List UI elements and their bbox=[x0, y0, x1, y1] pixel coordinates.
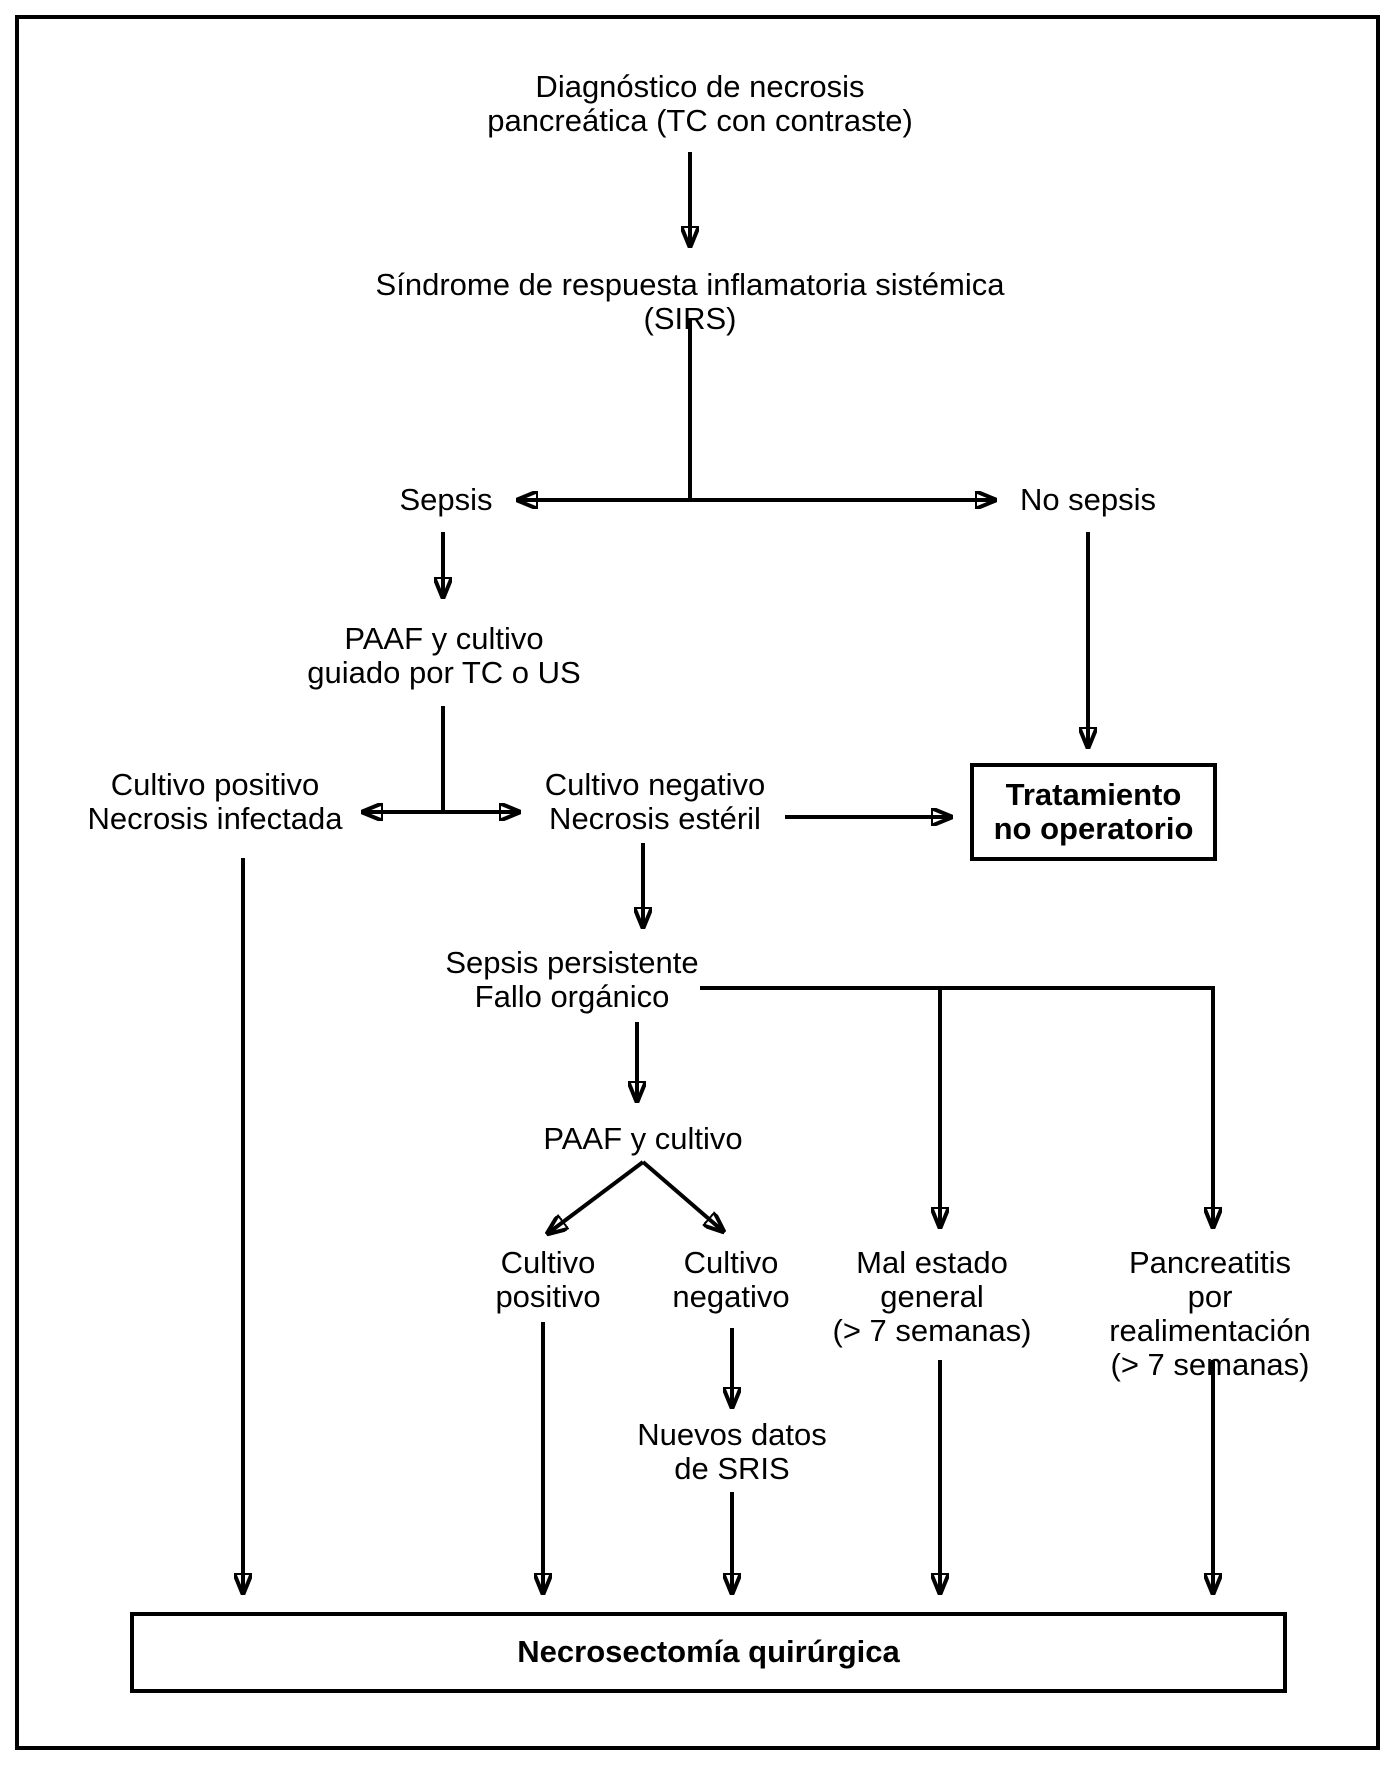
node-sepsis-persistente: Sepsis persistente Fallo orgánico bbox=[445, 945, 699, 1015]
node-sepsis: Sepsis bbox=[399, 482, 493, 517]
node-cultivo-positivo: Cultivo positivo bbox=[495, 1245, 601, 1315]
node-necrosectomia: Necrosectomía quirúrgica bbox=[130, 1612, 1287, 1693]
connector-lines bbox=[243, 152, 1213, 1594]
node-cultivo-negativo-esteril: Cultivo negativo Necrosis estéril bbox=[544, 767, 766, 837]
node-mal-estado: Mal estado general (> 7 semanas) bbox=[832, 1245, 1032, 1349]
node-paaf-cultivo: PAAF y cultivo bbox=[543, 1121, 743, 1156]
node-cultivo-positivo-infectada: Cultivo positivo Necrosis infectada bbox=[87, 767, 343, 837]
node-sirs: Síndrome de respuesta inflamatoria sisté… bbox=[375, 267, 1005, 337]
tratamiento-label: Tratamiento no operatorio bbox=[993, 776, 1194, 846]
arrow-paaf2-to-positivo bbox=[547, 1160, 645, 1234]
node-paaf-guiado: PAAF y cultivo guiado por TC o US bbox=[307, 621, 581, 691]
node-nuevos-datos: Nuevos datos de SRIS bbox=[637, 1417, 827, 1487]
node-no-sepsis: No sepsis bbox=[1019, 482, 1157, 517]
figure-border bbox=[15, 15, 1380, 1750]
node-pancreatitis: Pancreatitis por realimentación (> 7 sem… bbox=[1109, 1245, 1311, 1383]
arrow-paaf2-to-negativo bbox=[641, 1160, 724, 1232]
node-tratamiento-no-operatorio: Tratamiento no operatorio bbox=[970, 763, 1217, 861]
arrow-persistente-to-pancreatitis bbox=[700, 986, 1213, 1228]
node-diagnostico: Diagnóstico de necrosis pancreática (TC … bbox=[487, 69, 913, 139]
node-cultivo-negativo: Cultivo negativo bbox=[672, 1245, 790, 1315]
necrosectomia-label: Necrosectomía quirúrgica bbox=[517, 1634, 900, 1670]
